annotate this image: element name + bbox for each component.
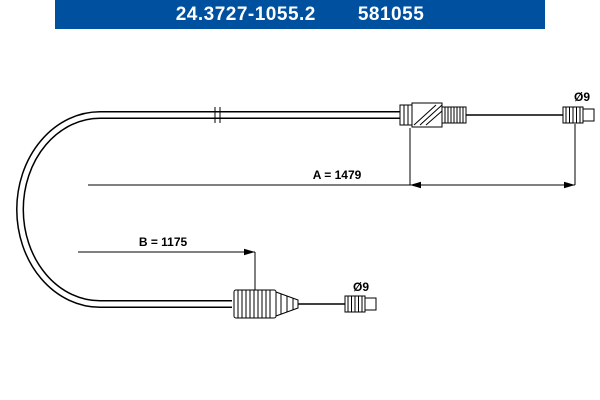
upper-adjuster-fitting — [399, 102, 467, 128]
header-bar: 24.3727-1055.2 581055 — [55, 0, 545, 29]
dimension-b-label: B = 1175 — [139, 235, 188, 249]
cable-marking — [214, 107, 221, 123]
part-number: 24.3727-1055.2 — [175, 3, 316, 25]
diameter-label-top: Ø9 — [574, 90, 590, 104]
cable-tube — [16, 111, 412, 308]
reference-number: 581055 — [357, 3, 425, 25]
dimension-a-label: A = 1479 — [313, 168, 362, 182]
diameter-label-bottom: Ø9 — [353, 280, 369, 294]
dimension-a — [88, 124, 576, 189]
bellows-adjuster — [233, 289, 299, 319]
dimension-b — [78, 248, 256, 290]
cable-end-fitting-top — [562, 106, 595, 124]
cable-end-fitting-bottom — [344, 295, 377, 313]
